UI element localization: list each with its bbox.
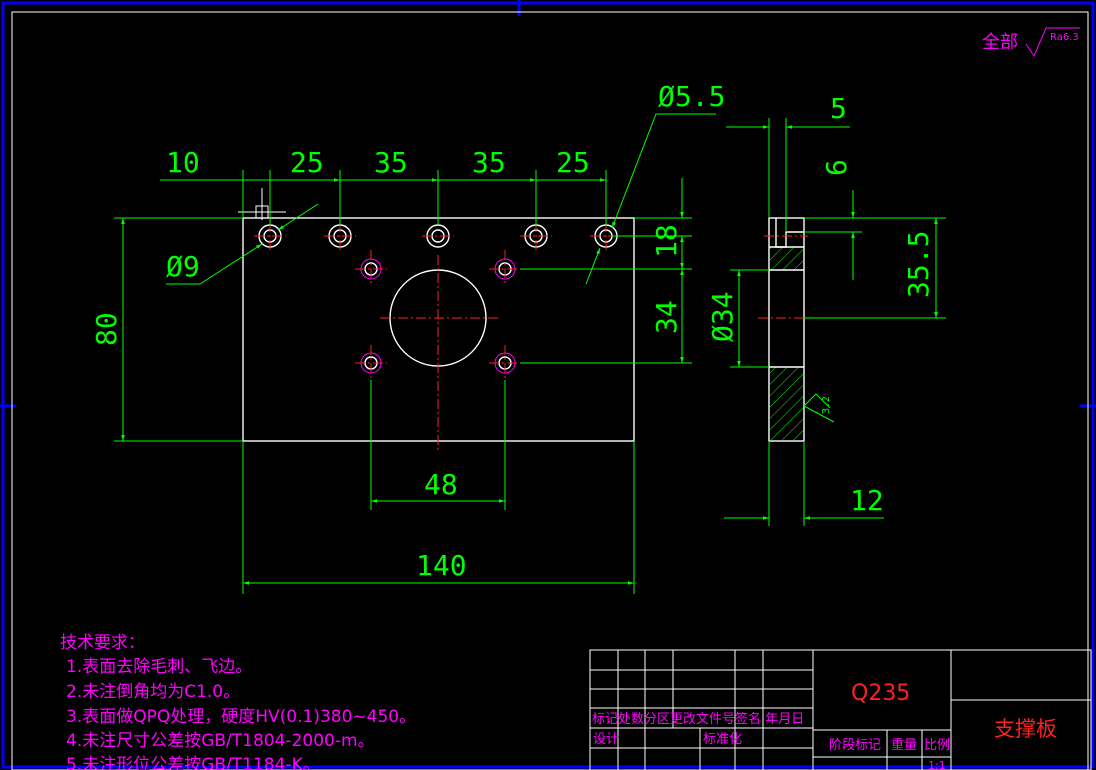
bolt-hole-4 (489, 345, 521, 381)
bolt-hole-3 (355, 345, 387, 381)
dim-side-6: 6 (820, 159, 853, 176)
bolt-holes (355, 250, 521, 381)
front-dimensions: 10 25 35 35 25 Ø5.5 Ø9 18 34 80 (90, 80, 725, 594)
inner-frame (11, 11, 1089, 770)
roughness-label: 全部 (982, 32, 1018, 53)
weight-label: 重量 (891, 737, 917, 753)
title-block: Q235 支撑板 标记处数分区更改文件号签名 年月日 设计 标准化 阶段标记 重… (589, 649, 1092, 770)
dim-34: 34 (650, 300, 683, 334)
dim-35-right: 35 (472, 146, 506, 179)
stage-label: 阶段标记 (829, 738, 881, 753)
roughness-symbol: 全部 Ra6.3 (982, 27, 1080, 58)
roughness-check-icon (1025, 27, 1080, 58)
scale-value: 1:1 (928, 759, 946, 770)
dim-35-left: 35 (374, 146, 408, 179)
bolt-hole-2 (489, 250, 521, 285)
hole-4 (520, 222, 552, 250)
hole-2 (324, 222, 356, 250)
note-5: 5.未注形位公差按GB/T1184-K。 (66, 755, 320, 770)
dim-side-5: 5 (830, 92, 847, 125)
dim-hole-small: Ø5.5 (658, 80, 725, 113)
header-row: 标记处数分区更改文件号签名 年月日 (592, 711, 804, 727)
side-view (758, 217, 814, 442)
dim-48: 48 (424, 468, 458, 501)
part-name: 支撑板 (994, 717, 1057, 741)
side-dimensions: 5 6 35.5 Ø34 12 3.2 (706, 92, 946, 526)
note-1: 1.表面去除毛刺、飞边。 (66, 657, 252, 677)
material: Q235 (851, 681, 910, 706)
dim-side-bore: Ø34 (706, 291, 739, 342)
front-view (238, 188, 635, 450)
note-3: 3.表面做QPQ处理，硬度HV(0.1)380~450。 (66, 707, 416, 727)
dim-25-right: 25 (556, 146, 590, 179)
roughness-value: Ra6.3 (1050, 32, 1079, 43)
hole-1 (254, 222, 286, 250)
dim-10: 10 (166, 146, 200, 179)
hole-3 (422, 224, 454, 248)
design-label: 设计 (593, 732, 619, 747)
surface-finish-icon (803, 393, 835, 423)
standardize-label: 标准化 (703, 732, 742, 747)
surface-mark-value: 3.2 (821, 396, 832, 414)
technical-notes: 技术要求： 1.表面去除毛刺、飞边。 2.未注倒角均为C1.0。 3.表面做QP… (60, 633, 416, 770)
top-hole-row (254, 222, 622, 250)
dim-25-left: 25 (290, 146, 324, 179)
bolt-hole-1 (355, 250, 387, 285)
dim-side-35-5: 35.5 (902, 231, 935, 298)
note-2: 2.未注倒角均为C1.0。 (66, 682, 240, 702)
dim-side-12: 12 (850, 484, 884, 517)
dim-140: 140 (416, 549, 467, 582)
dim-hole-large: Ø9 (166, 250, 200, 283)
notes-title: 技术要求： (60, 633, 145, 653)
scale-label: 比例 (924, 738, 950, 753)
dim-80: 80 (90, 312, 123, 346)
dim-18: 18 (650, 224, 683, 258)
note-4: 4.未注尺寸公差按GB/T1804-2000-m。 (66, 731, 375, 751)
